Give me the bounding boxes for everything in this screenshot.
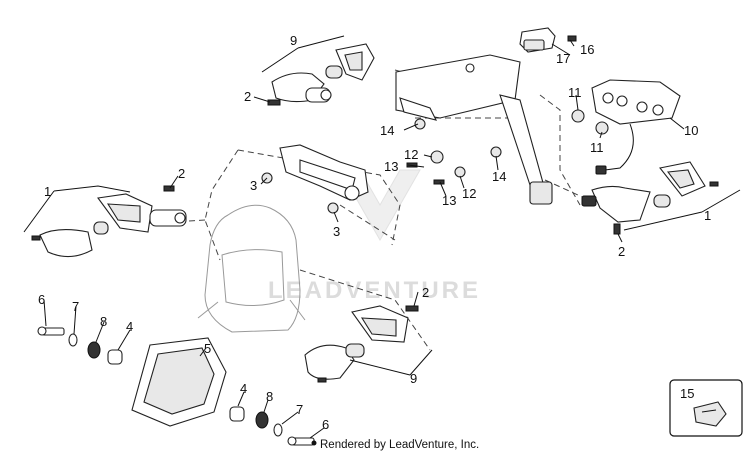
hardware-bottom	[229, 406, 315, 446]
callout-16: 16	[580, 42, 594, 57]
credit-text: Rendered by LeadVenture, Inc.	[320, 439, 479, 451]
indicator-right	[581, 161, 706, 223]
callout-1-right: 1	[704, 208, 711, 223]
callout-2-right: 2	[618, 244, 625, 259]
callout-17: 17	[556, 51, 570, 66]
callout-2-mid-left: 2	[178, 166, 185, 181]
callout-9-top: 9	[290, 33, 297, 48]
callout-2-mid: 2	[422, 285, 429, 300]
callout-6-left: 6	[38, 292, 45, 307]
indicator-top	[271, 43, 375, 103]
callout-10: 10	[684, 123, 698, 138]
callouts: 9 2 1 2 3 3 14 12 13 13 12 14 11 11 17 1…	[38, 33, 711, 432]
callout-7-bottom: 7	[296, 402, 303, 417]
callout-8-left: 8	[100, 314, 107, 329]
tail-light	[591, 79, 681, 175]
watermark-text: LEADVENTURE	[268, 277, 481, 304]
callout-4-bottom: 4	[240, 381, 247, 396]
callout-11-b: 11	[590, 140, 604, 155]
front-fairing-outline	[197, 204, 306, 333]
hardware-left	[37, 326, 123, 365]
callout-14-b: 14	[492, 169, 506, 184]
callout-4-left: 4	[126, 319, 133, 334]
callout-1-left: 1	[44, 184, 51, 199]
indicator-bottom	[304, 305, 409, 380]
callout-14-a: 14	[380, 123, 394, 138]
callout-12-b: 12	[462, 186, 476, 201]
callout-12-a: 12	[404, 147, 418, 162]
callout-13-b: 13	[442, 193, 456, 208]
callout-11-a: 11	[568, 85, 582, 100]
callout-3-b: 3	[333, 224, 340, 239]
callout-3-a: 3	[250, 178, 257, 193]
license-light	[519, 27, 556, 53]
indicator-left	[39, 193, 187, 258]
callout-13-a: 13	[384, 159, 398, 174]
indicator-support	[279, 144, 369, 201]
license-bracket	[395, 54, 553, 205]
credit: Rendered by LeadVenture, Inc.	[311, 439, 479, 451]
callout-8-bottom: 8	[266, 389, 273, 404]
callout-6-bottom: 6	[322, 417, 329, 432]
inset-box: 15	[669, 379, 743, 437]
leader-lines	[23, 35, 741, 439]
callout-5: 5	[204, 341, 211, 356]
dashed-guides	[119, 69, 601, 351]
callout-7-left: 7	[72, 299, 79, 314]
callout-9-bottom: 9	[410, 371, 417, 386]
callout-15: 15	[680, 386, 694, 401]
callout-2-top-left: 2	[244, 89, 251, 104]
reflector	[131, 337, 227, 427]
